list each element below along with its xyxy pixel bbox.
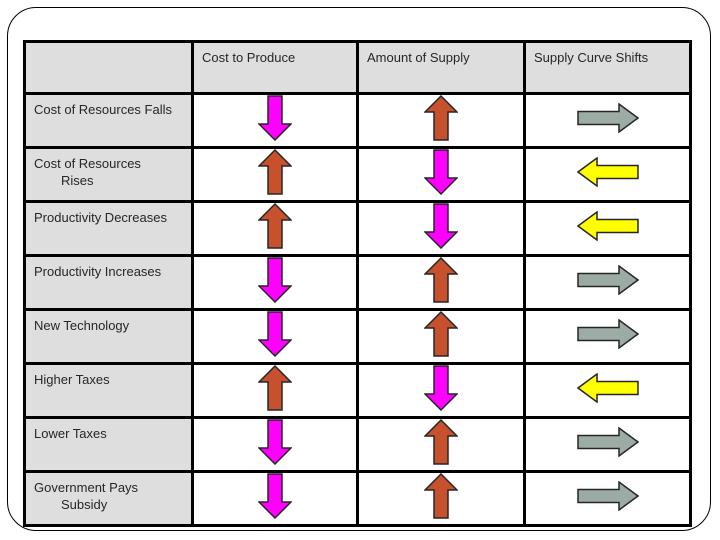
up-arrow-icon xyxy=(258,204,292,250)
supply-curve-shift-cell xyxy=(523,254,692,311)
amount-of-supply-cell xyxy=(356,92,526,149)
up-arrow-icon xyxy=(424,258,458,304)
down-arrow-icon xyxy=(424,150,458,195)
amount-of-supply-cell xyxy=(356,470,526,527)
row-label-line1: Higher Taxes xyxy=(34,372,110,387)
supply-curve-shift-cell xyxy=(523,416,692,473)
amount-of-supply-cell xyxy=(356,254,526,311)
down-arrow-icon xyxy=(258,312,292,357)
header-supply-curve-shifts: Supply Curve Shifts xyxy=(523,40,692,95)
row-label: Cost of Resources Falls xyxy=(23,92,194,149)
supply-curve-shift-cell xyxy=(523,200,692,257)
row-label-line1: Lower Taxes xyxy=(34,426,107,441)
supply-curve-shift-cell xyxy=(523,308,692,365)
row-label: Lower Taxes xyxy=(23,416,194,473)
slide-border-frame xyxy=(7,7,711,531)
supply-curve-shift-cell xyxy=(523,470,692,527)
row-label-line1: New Technology xyxy=(34,318,130,333)
row-label-line1: Productivity Decreases xyxy=(34,210,167,225)
down-arrow-icon xyxy=(258,420,292,465)
cost-to-produce-cell xyxy=(191,416,359,473)
supply-curve-shift-cell xyxy=(523,362,692,419)
table-row: Productivity Increases xyxy=(23,254,692,311)
right-arrow-icon xyxy=(576,427,639,457)
left-arrow-icon xyxy=(576,211,639,241)
row-label: Productivity Increases xyxy=(23,254,194,311)
amount-of-supply-cell xyxy=(356,146,526,203)
table-row: New Technology xyxy=(23,308,692,365)
right-arrow-icon xyxy=(576,481,639,511)
header-corner-cell xyxy=(23,40,194,95)
supply-curve-shift-cell xyxy=(523,92,692,149)
cost-to-produce-cell xyxy=(191,308,359,365)
up-arrow-icon xyxy=(258,366,292,412)
cost-to-produce-cell xyxy=(191,254,359,311)
right-arrow-icon xyxy=(576,103,639,133)
row-label: Productivity Decreases xyxy=(23,200,194,257)
table-row: Cost of Resources Falls xyxy=(23,92,692,149)
table-row: Cost of Resources Rises xyxy=(23,146,692,203)
up-arrow-icon xyxy=(424,312,458,358)
row-label: Cost of Resources Rises xyxy=(23,146,194,203)
up-arrow-icon xyxy=(424,474,458,520)
amount-of-supply-cell xyxy=(356,416,526,473)
cost-to-produce-cell xyxy=(191,146,359,203)
cost-to-produce-cell xyxy=(191,200,359,257)
row-label-line2: Subsidy xyxy=(61,497,108,512)
table-row: Government Pays Subsidy xyxy=(23,470,692,527)
header-amount-of-supply: Amount of Supply xyxy=(356,40,526,95)
amount-of-supply-cell xyxy=(356,200,526,257)
amount-of-supply-cell xyxy=(356,308,526,365)
row-label: Government Pays Subsidy xyxy=(23,470,194,527)
cost-to-produce-cell xyxy=(191,470,359,527)
row-label: Higher Taxes xyxy=(23,362,194,419)
right-arrow-icon xyxy=(576,319,639,349)
supply-curve-shift-cell xyxy=(523,146,692,203)
row-label-line1: Government Pays xyxy=(34,480,139,495)
amount-of-supply-cell xyxy=(356,362,526,419)
right-arrow-icon xyxy=(576,265,639,295)
row-label-line1: Productivity Increases xyxy=(34,264,162,279)
down-arrow-icon xyxy=(258,96,292,141)
left-arrow-icon xyxy=(576,373,639,403)
header-cost-to-produce: Cost to Produce xyxy=(191,40,359,95)
down-arrow-icon xyxy=(258,258,292,303)
table-row: Lower Taxes xyxy=(23,416,692,473)
down-arrow-icon xyxy=(424,204,458,249)
supply-factors-table: Cost to Produce Amount of Supply Supply … xyxy=(23,40,692,527)
up-arrow-icon xyxy=(258,150,292,196)
up-arrow-icon xyxy=(424,420,458,466)
up-arrow-icon xyxy=(424,96,458,142)
table-row: Higher Taxes xyxy=(23,362,692,419)
header-row: Cost to Produce Amount of Supply Supply … xyxy=(23,40,692,95)
row-label-line2: Rises xyxy=(61,173,94,188)
left-arrow-icon xyxy=(576,157,639,187)
row-label-line1: Cost of Resources xyxy=(34,156,141,171)
down-arrow-icon xyxy=(258,474,292,519)
table-row: Productivity Decreases xyxy=(23,200,692,257)
down-arrow-icon xyxy=(424,366,458,411)
cost-to-produce-cell xyxy=(191,362,359,419)
cost-to-produce-cell xyxy=(191,92,359,149)
row-label: New Technology xyxy=(23,308,194,365)
row-label-line1: Cost of Resources Falls xyxy=(34,102,172,117)
